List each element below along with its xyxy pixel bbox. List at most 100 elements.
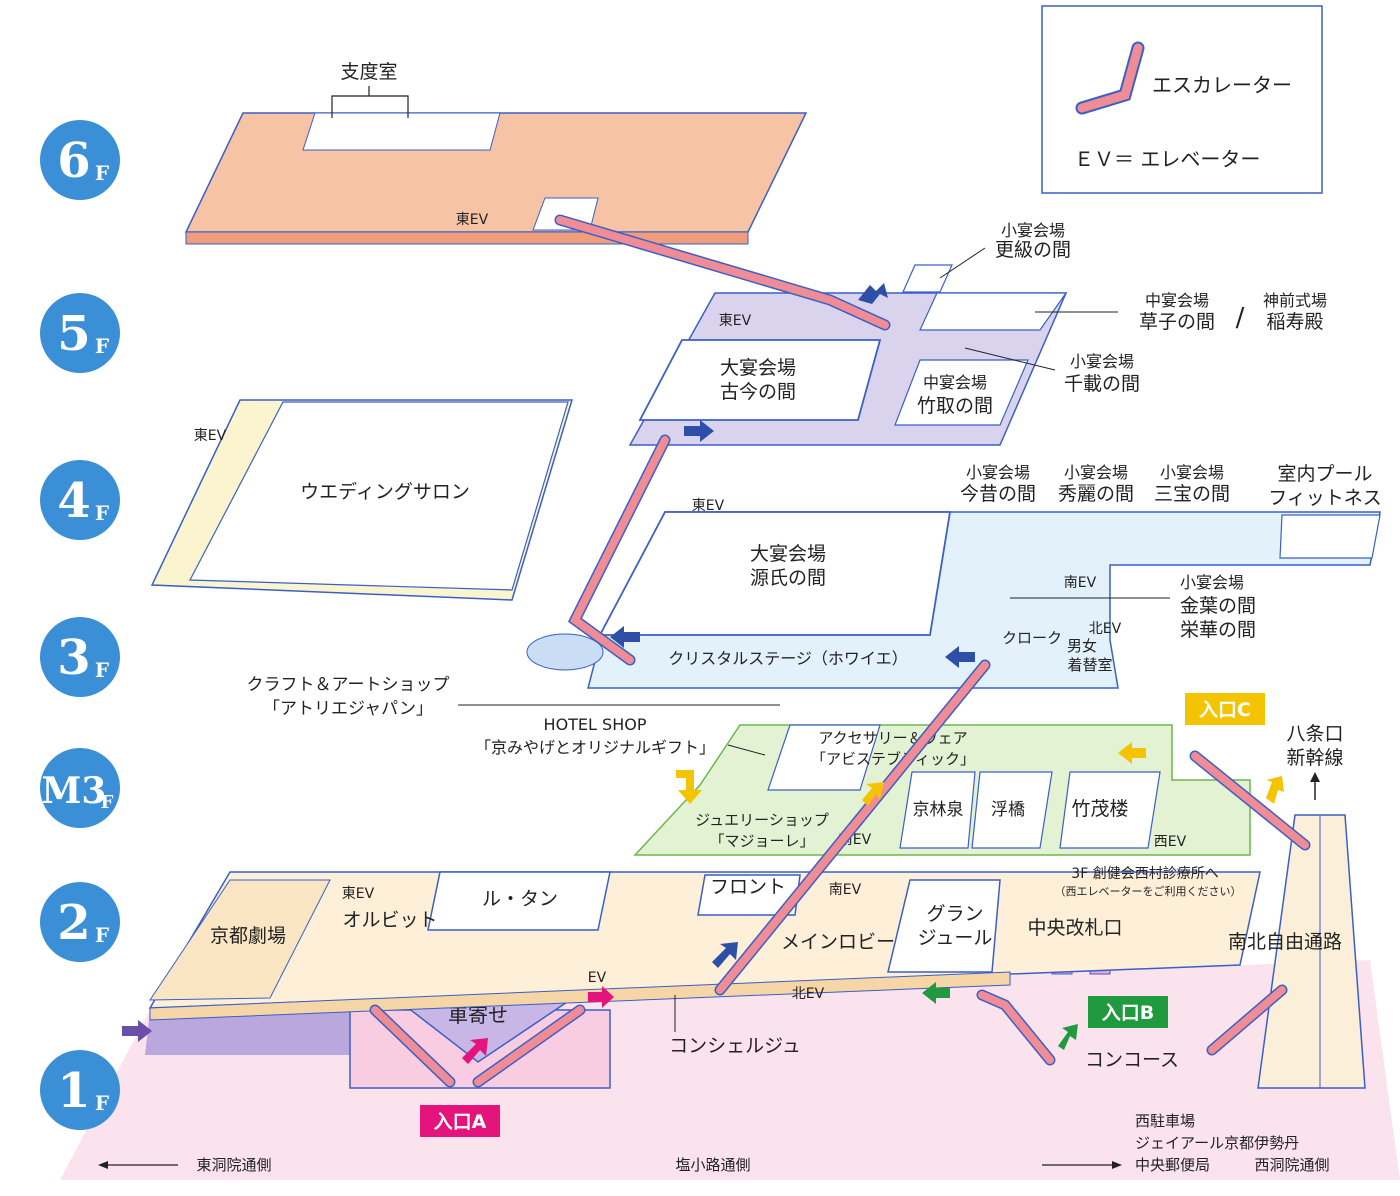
dressing-line2: 着替室 — [1067, 656, 1112, 674]
shuurei-name: 秀麗の間 — [1058, 483, 1134, 505]
floor-badge-2f-sub: F — [95, 923, 109, 947]
arrow-m3-yellow-left — [1118, 742, 1146, 764]
floor-badge-5f-main: 5 — [57, 306, 90, 362]
north-ev-2f-label: 北EV — [792, 986, 825, 1002]
accessory-line2: 「アビステブティック」 — [811, 750, 975, 768]
escalator-1f-right-fill — [474, 1006, 584, 1086]
koga-hall — [638, 339, 882, 421]
east-direction-arrow-head — [98, 1161, 108, 1169]
accessory-line1: アクセサリー＆ウェア — [818, 729, 967, 747]
arrow-m3-yellow-up — [1266, 776, 1284, 804]
floor-badge-4f-sub: F — [95, 501, 109, 525]
east-ev-4f-label: 東EV — [194, 428, 227, 444]
central-gate-label: 中央改札口 — [1027, 917, 1122, 939]
senzai-leader — [964, 347, 1056, 371]
clinic-line1: 3F 創健会西村診療所へ — [1071, 865, 1218, 882]
floor-3: 東EV 大宴会場 源氏の間 小宴会場 今昔の間 小宴会場 秀麗の間 小宴会場 三… — [526, 463, 1382, 689]
floor-badge-6f-main: 6 — [57, 133, 90, 189]
floor-badge-3f-main: 3 — [57, 630, 90, 686]
floor-badge-4f[interactable]: 4 F — [40, 460, 120, 540]
ukihashi-label: 浮橋 — [991, 800, 1025, 820]
kyoto-gekijo-label: 京都劇場 — [210, 925, 286, 947]
entrance-b-badge — [1088, 996, 1168, 1028]
nishinotoin-label: 西洞院通側 — [1254, 1156, 1329, 1174]
arrow-1f-green — [1058, 1024, 1078, 1050]
hachijo-line2: 新幹線 — [1286, 747, 1343, 769]
kinyou-title: 小宴会場 — [1180, 573, 1244, 592]
floor-badge-m3f-circle — [40, 748, 120, 828]
legend-elevator-label: ＥＶ＝ エレベーター — [1074, 147, 1260, 171]
floor-badge-3f[interactable]: 3 F — [40, 617, 120, 697]
le-temps-label: ル・タン — [482, 888, 558, 910]
west-ev-label: 西EV — [1154, 834, 1187, 850]
floor-badge-2f-circle — [40, 882, 120, 962]
floor-2: 京都劇場 東EV オルビット ル・タン フロント 南EV メインロビー グラン … — [148, 871, 1342, 1021]
kyoto-theater — [149, 879, 331, 1001]
soushi-title: 中宴会場 — [1145, 291, 1209, 310]
konjaku-title: 小宴会場 — [966, 463, 1030, 482]
grand-jour-line1: グラン — [926, 903, 983, 925]
escalator-1f-left-fill — [371, 1006, 454, 1086]
floor-badge-3f-sub: F — [95, 658, 109, 682]
floor-badge-5f-sub: F — [95, 334, 109, 358]
taketori-title: 中宴会場 — [923, 373, 987, 392]
floor-6-plate — [184, 112, 808, 233]
floor-6: 支度室 東EV — [184, 61, 808, 245]
floor-badge-6f-sub: F — [95, 161, 109, 185]
arrow-5f-up — [858, 283, 888, 304]
chikumoro-shop — [1059, 771, 1161, 849]
front-label: フロント — [710, 876, 786, 898]
soushi-hall — [919, 292, 1068, 331]
genji-hall — [598, 511, 952, 636]
post-office-label: 中央郵便局 — [1135, 1156, 1210, 1174]
floor-badge-4f-circle — [40, 460, 120, 540]
floor-badge-3f-circle — [40, 617, 120, 697]
senzai-title: 小宴会場 — [1070, 352, 1134, 371]
floor-badge-m3f[interactable]: M3 F — [40, 748, 120, 828]
hachijo-line1: 八条口 — [1286, 723, 1343, 745]
floor-badge-m3f-main: M3 — [42, 770, 107, 812]
cloak-label: クローク — [1002, 629, 1062, 647]
legend-escalator-label: エスカレーター — [1152, 73, 1292, 97]
sarashina-name: 更級の間 — [995, 239, 1071, 261]
escalator-passage-fill — [1208, 986, 1286, 1054]
pool-line1: 室内プール — [1277, 463, 1372, 485]
higashinotoin-label: 東洞院通側 — [196, 1156, 271, 1174]
escalators — [369, 214, 1311, 1088]
arrow-2f-green — [922, 982, 950, 1004]
jewelry-line2: 「マジョーレ」 — [709, 832, 814, 850]
east-ev-3f-label: 東EV — [692, 498, 725, 514]
floor-badge-1f[interactable]: 1 F — [40, 1050, 120, 1130]
west-parking-label: 西駐車場 — [1135, 1112, 1195, 1130]
floor-1: 車寄せ — [60, 814, 1400, 1180]
direction-arrows — [122, 283, 1284, 1064]
front-desk — [697, 874, 801, 916]
le-temps-shop — [427, 871, 611, 931]
hachijo-arrow-head — [1310, 772, 1320, 782]
sarashina-hall — [902, 264, 953, 293]
floor-badge-5f[interactable]: 5 F — [40, 293, 120, 373]
escalator-m3-c-fill — [1191, 752, 1309, 849]
soushi-name: 草子の間 — [1139, 311, 1215, 333]
kinyou-name1: 金葉の間 — [1180, 595, 1256, 617]
pool-line2: フィットネス — [1268, 487, 1382, 509]
chikumoro-label: 竹茂楼 — [1071, 798, 1128, 820]
arrow-m3-yellow-bend — [676, 770, 702, 804]
kyorinsen-label: 京林泉 — [913, 800, 964, 820]
arrow-1f-magenta-right — [588, 986, 614, 1008]
genji-name: 源氏の間 — [750, 567, 826, 589]
entrance-c-badge — [1185, 693, 1265, 725]
floor-m3: アクセサリー＆ウェア 「アビステブティック」 ジュエリーショップ 「マジョーレ」… — [247, 675, 1344, 898]
grand-jour-shop — [887, 879, 1001, 973]
jewelry-line1: ジュエリーショップ — [695, 811, 829, 829]
floor-badge-6f[interactable]: 6 F — [40, 120, 120, 200]
dressing-room-bracket — [331, 95, 409, 118]
west-direction-arrow-head — [1112, 1161, 1122, 1169]
floor-badge-6f-circle — [40, 120, 120, 200]
arrow-3f-left — [610, 626, 640, 648]
floor-badge-2f[interactable]: 2 F — [40, 882, 120, 962]
floor-badge-2f-main: 2 — [57, 895, 90, 951]
senzai-name: 千載の間 — [1064, 373, 1140, 395]
escalator-legend-icon-fill — [1077, 43, 1143, 113]
